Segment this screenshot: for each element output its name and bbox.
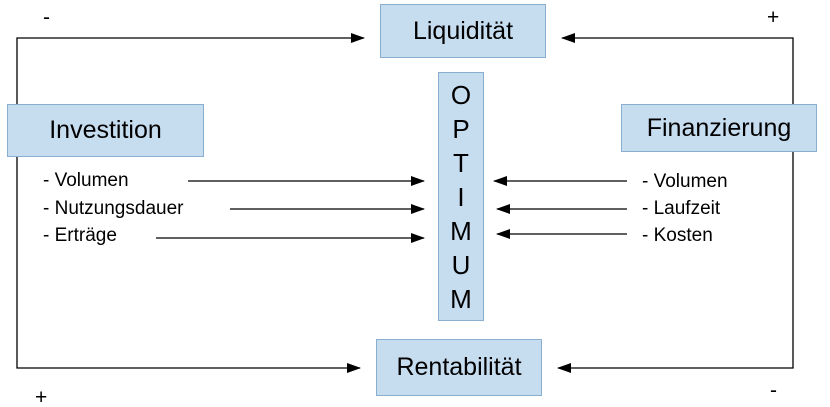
node-rentabilitaet-label: Rentabilität bbox=[396, 353, 522, 381]
connector-investition-liquiditaet bbox=[16, 33, 365, 104]
node-optimum: O P T I M U M bbox=[438, 72, 484, 321]
sign-bottom-left: + bbox=[35, 386, 48, 407]
connector-investition-rentabilitaet bbox=[16, 157, 361, 373]
node-investition-label: Investition bbox=[49, 116, 162, 144]
investition-item-ertraege: - Erträge bbox=[43, 225, 117, 246]
node-investition: Investition bbox=[7, 104, 204, 157]
optimum-letter: O bbox=[450, 80, 472, 110]
sign-top-right: + bbox=[767, 6, 780, 29]
connector-finanzierung-liquiditaet bbox=[561, 33, 794, 104]
finanzierung-item-laufzeit: - Laufzeit bbox=[642, 198, 721, 219]
optimum-letter: T bbox=[453, 148, 469, 178]
node-rentabilitaet: Rentabilität bbox=[376, 339, 542, 396]
node-finanzierung: Finanzierung bbox=[621, 104, 817, 152]
sign-top-left: - bbox=[43, 6, 50, 29]
node-liquiditaet: Liquidität bbox=[380, 4, 546, 58]
finanzierung-item-kosten: - Kosten bbox=[642, 225, 713, 246]
optimum-letter: P bbox=[452, 114, 470, 144]
investition-item-volumen: - Volumen bbox=[43, 170, 129, 191]
optimum-letter: M bbox=[450, 284, 472, 314]
investition-item-nutzungsdauer: - Nutzungsdauer bbox=[43, 198, 184, 219]
connector-finanzierung-rentabilitaet bbox=[557, 152, 794, 373]
sign-bottom-right: - bbox=[770, 379, 777, 402]
optimum-letter: I bbox=[457, 182, 465, 212]
node-liquiditaet-label: Liquidität bbox=[412, 16, 514, 45]
optimum-letter: M bbox=[450, 216, 472, 246]
node-finanzierung-label: Finanzierung bbox=[646, 113, 792, 142]
optimum-letter: U bbox=[451, 250, 471, 280]
finanzierung-item-volumen: - Volumen bbox=[642, 171, 728, 192]
